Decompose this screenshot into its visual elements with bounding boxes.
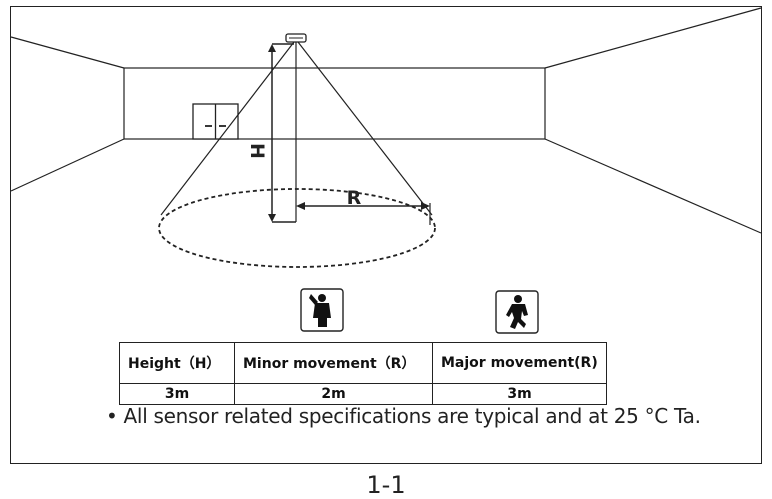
person-walking-icon: [495, 290, 539, 334]
height-symbol: H: [246, 143, 268, 159]
footnote: • All sensor related specifications are …: [106, 404, 701, 428]
person-waving-icon: [300, 288, 344, 332]
value-major-movement: 3m: [432, 383, 607, 405]
header-major-movement: Major movement(R): [432, 342, 607, 384]
figure-label: 1-1: [366, 471, 406, 499]
header-minor-movement: Minor movement（R）: [234, 342, 433, 384]
radius-symbol: R: [347, 187, 362, 209]
table-value-row: 3m 2m 3m: [119, 383, 607, 405]
detection-zone-ellipse: [158, 188, 436, 268]
room-walls: [10, 7, 762, 234]
value-minor-movement: 2m: [234, 383, 433, 405]
figure-frame: [10, 6, 762, 464]
cabinet: [192, 103, 239, 140]
sensor-device: [285, 33, 307, 43]
value-height: 3m: [119, 383, 235, 405]
height-dimension: [268, 43, 296, 223]
table-header-row: Height（H） Minor movement（R） Major moveme…: [119, 342, 607, 384]
specs-table: Height（H） Minor movement（R） Major moveme…: [119, 342, 607, 405]
header-height: Height（H）: [119, 342, 235, 384]
radius-dimension: [296, 202, 431, 225]
